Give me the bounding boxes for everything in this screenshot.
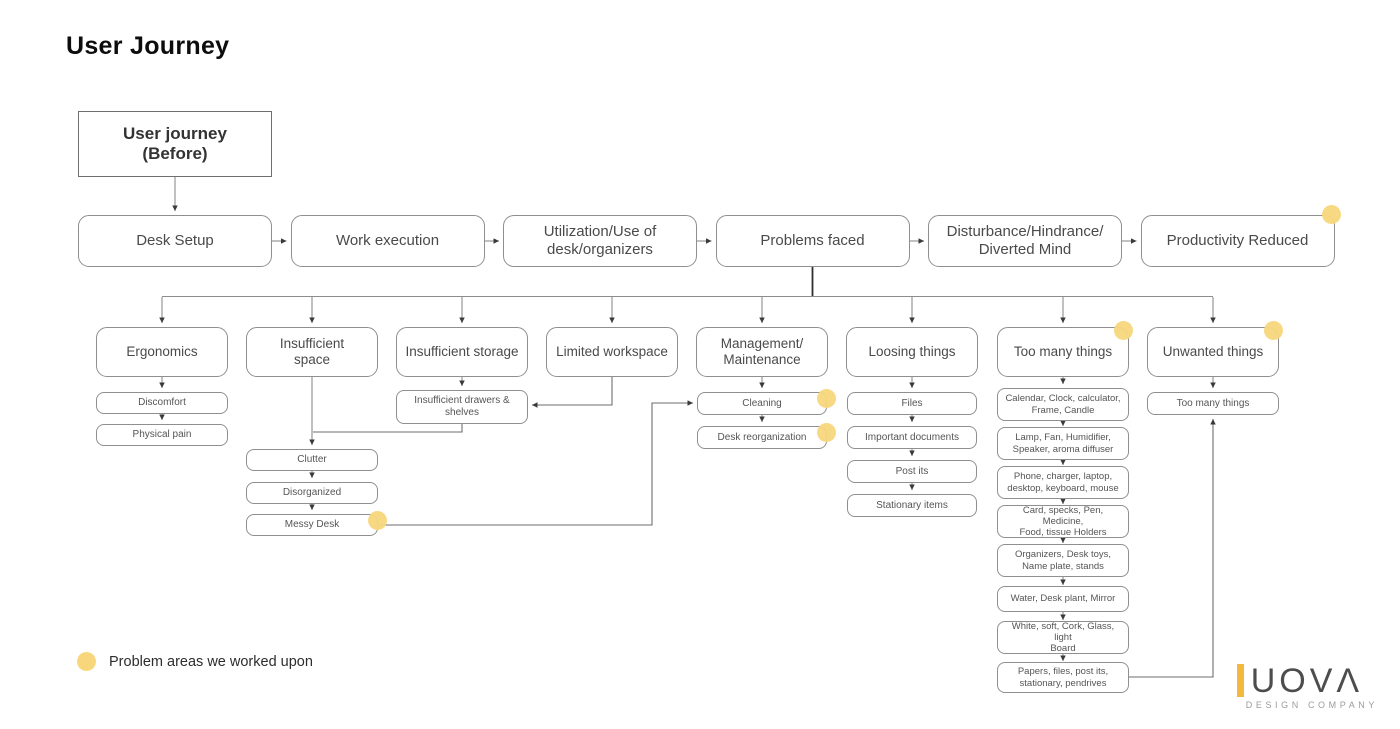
item-node: Important documents: [847, 426, 977, 449]
logo-bar-icon: [1236, 664, 1244, 697]
logo-wordmark: UOVΛ: [1236, 661, 1378, 700]
item-node: Stationary items: [847, 494, 977, 517]
item-node: White, soft, Cork, Glass, light Board: [997, 621, 1129, 654]
item-node: Physical pain: [96, 424, 228, 446]
flow-step-node: Productivity Reduced: [1140, 215, 1335, 267]
start-node: User journey (Before): [78, 111, 272, 177]
highlight-dot: [367, 510, 387, 530]
category-node: Insufficient storage: [396, 327, 528, 377]
highlight-dot: [1113, 320, 1133, 340]
item-node: Insufficient drawers & shelves: [396, 390, 528, 424]
legend: Problem areas we worked upon: [77, 652, 313, 671]
category-node: Ergonomics: [96, 327, 228, 377]
highlight-dot: [816, 422, 836, 442]
flow-step-node: Utilization/Use of desk/organizers: [503, 215, 697, 267]
item-node: Phone, charger, laptop, desktop, keyboar…: [997, 466, 1129, 499]
item-node: Desk reorganization: [697, 426, 827, 449]
company-logo: UOVΛ DESIGN COMPANY: [1236, 661, 1378, 710]
category-node: Unwanted things: [1147, 327, 1279, 377]
legend-highlight-dot-icon: [77, 652, 96, 671]
item-node: Post its: [847, 460, 977, 483]
item-node: Water, Desk plant, Mirror: [997, 586, 1129, 612]
flow-step-node: Disturbance/Hindrance/ Diverted Mind: [928, 215, 1122, 267]
category-node: Insufficient space: [246, 327, 378, 377]
category-node: Limited workspace: [546, 327, 678, 377]
item-node: Messy Desk: [246, 514, 378, 536]
item-node: Clutter: [246, 449, 378, 471]
category-node: Loosing things: [846, 327, 978, 377]
flow-step-node: Desk Setup: [78, 215, 272, 267]
highlight-dot: [1322, 204, 1341, 224]
item-node: Cleaning: [697, 392, 827, 415]
flow-step-node: Problems faced: [715, 215, 910, 267]
item-node: Disorganized: [246, 482, 378, 504]
highlight-dot: [816, 388, 836, 408]
logo-tagline: DESIGN COMPANY: [1245, 700, 1378, 710]
item-node: Calendar, Clock, calculator, Frame, Cand…: [997, 388, 1129, 421]
item-node: Files: [847, 392, 977, 415]
page-title: User Journey: [66, 32, 230, 60]
logo-brand-text: UOVΛ: [1250, 661, 1364, 700]
item-node: Lamp, Fan, Humidifier, Speaker, aroma di…: [997, 427, 1129, 460]
item-node: Card, specks, Pen, Medicine, Food, tissu…: [997, 505, 1129, 538]
item-node: Too many things: [1147, 392, 1279, 415]
item-node: Organizers, Desk toys, Name plate, stand…: [997, 544, 1129, 577]
flow-step-node: Work execution: [290, 215, 485, 267]
item-node: Discomfort: [96, 392, 228, 414]
category-node: Too many things: [997, 327, 1129, 377]
highlight-dot: [1263, 320, 1283, 340]
item-node: Papers, files, post its, stationary, pen…: [997, 662, 1129, 693]
legend-label: Problem areas we worked upon: [109, 653, 313, 670]
category-node: Management/ Maintenance: [696, 327, 828, 377]
